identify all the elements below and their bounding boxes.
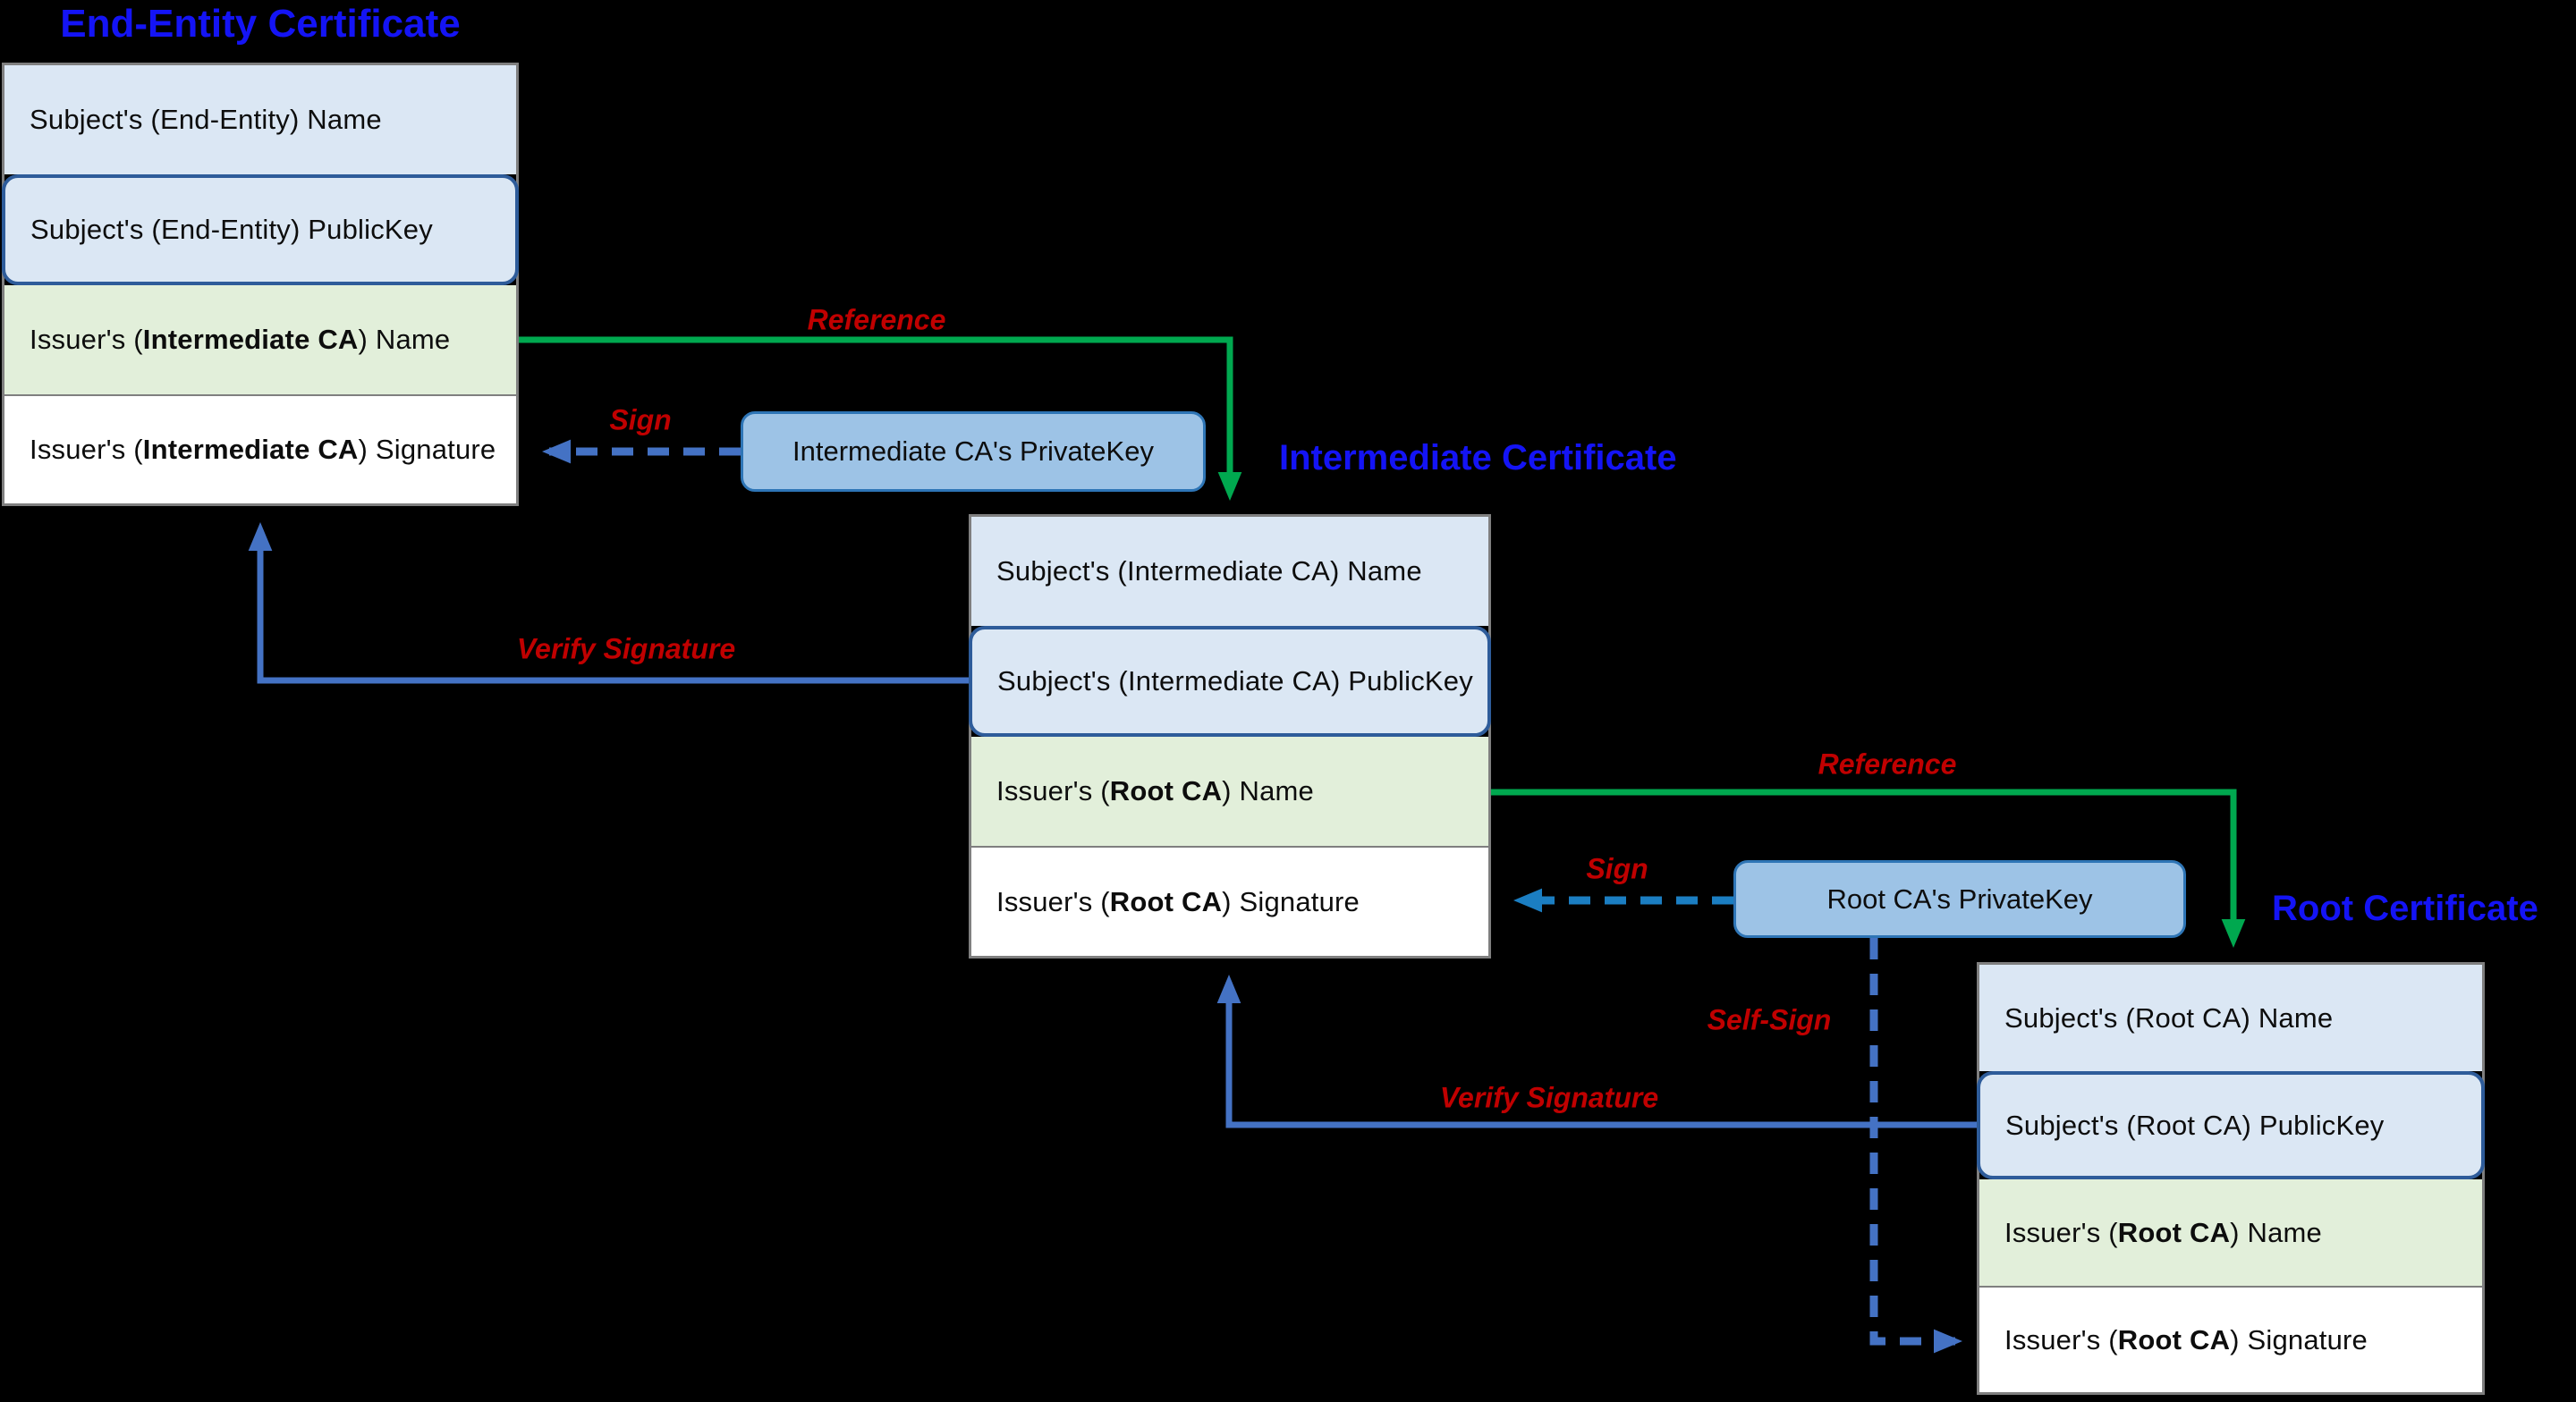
intermediate-ca-privatekey-label: Intermediate CA's PrivateKey — [792, 435, 1154, 467]
end-entity-certificate-title: End-Entity Certificate — [60, 2, 461, 46]
issuer-signature-label: Issuer's (Root CA) Signature — [996, 885, 1360, 917]
issuer-name-row: Issuer's (Intermediate CA) Name — [4, 285, 516, 394]
intermediate-certificate-title: Intermediate Certificate — [1279, 438, 1677, 477]
issuer-name-row: Issuer's (Root CA) Name — [971, 737, 1488, 846]
issuer-name-row: Issuer's (Root CA) Name — [1979, 1179, 2482, 1286]
issuer-name-label: Issuer's (Intermediate CA) Name — [30, 324, 451, 355]
intermediate-certificate: Subject's (Intermediate CA) Name Subject… — [969, 514, 1491, 959]
root-certificate-title: Root Certificate — [2272, 889, 2538, 928]
intermediate-ca-privatekey-box: Intermediate CA's PrivateKey — [741, 411, 1206, 492]
end-entity-certificate: Subject's (End-Entity) Name Subject's (E… — [2, 63, 519, 506]
issuer-name-label: Issuer's (Root CA) Name — [996, 775, 1314, 807]
subject-publickey-label: Subject's (End-Entity) PublicKey — [30, 214, 433, 245]
verify-signature-label-2: Verify Signature — [1439, 1081, 1659, 1114]
subject-name-row: Subject's (End-Entity) Name — [4, 65, 516, 174]
subject-name-label: Subject's (Intermediate CA) Name — [996, 555, 1422, 587]
issuer-signature-label: Issuer's (Root CA) Signature — [2004, 1323, 2368, 1356]
subject-publickey-label: Subject's (Root CA) PublicKey — [2005, 1109, 2385, 1141]
subject-name-row: Subject's (Intermediate CA) Name — [971, 517, 1488, 626]
issuer-signature-row: Issuer's (Root CA) Signature — [971, 846, 1488, 956]
subject-publickey-row: Subject's (End-Entity) PublicKey — [2, 174, 519, 285]
subject-publickey-row: Subject's (Root CA) PublicKey — [1977, 1071, 2485, 1179]
subject-name-row: Subject's (Root CA) Name — [1979, 965, 2482, 1071]
reference-label-1: Reference — [807, 303, 946, 336]
root-ca-privatekey-box: Root CA's PrivateKey — [1733, 860, 2186, 938]
subject-publickey-label: Subject's (Intermediate CA) PublicKey — [997, 665, 1473, 697]
subject-publickey-row: Subject's (Intermediate CA) PublicKey — [969, 626, 1491, 737]
subject-name-label: Subject's (Root CA) Name — [2004, 1001, 2334, 1034]
root-certificate: Subject's (Root CA) Name Subject's (Root… — [1977, 962, 2485, 1395]
subject-name-label: Subject's (End-Entity) Name — [30, 104, 382, 135]
root-ca-privatekey-label: Root CA's PrivateKey — [1826, 883, 2093, 915]
issuer-signature-row: Issuer's (Root CA) Signature — [1979, 1286, 2482, 1392]
issuer-signature-label: Issuer's (Intermediate CA) Signature — [30, 434, 496, 465]
verify-signature-label-1: Verify Signature — [516, 632, 736, 665]
sign-label-2: Sign — [1586, 852, 1648, 885]
self-sign-label: Self-Sign — [1707, 1003, 1832, 1036]
self-sign-arrow — [1869, 938, 1962, 1354]
issuer-signature-row: Issuer's (Intermediate CA) Signature — [4, 394, 516, 503]
sign-label-1: Sign — [609, 403, 672, 436]
issuer-name-label: Issuer's (Root CA) Name — [2004, 1216, 2322, 1248]
reference-label-2: Reference — [1818, 747, 1957, 781]
